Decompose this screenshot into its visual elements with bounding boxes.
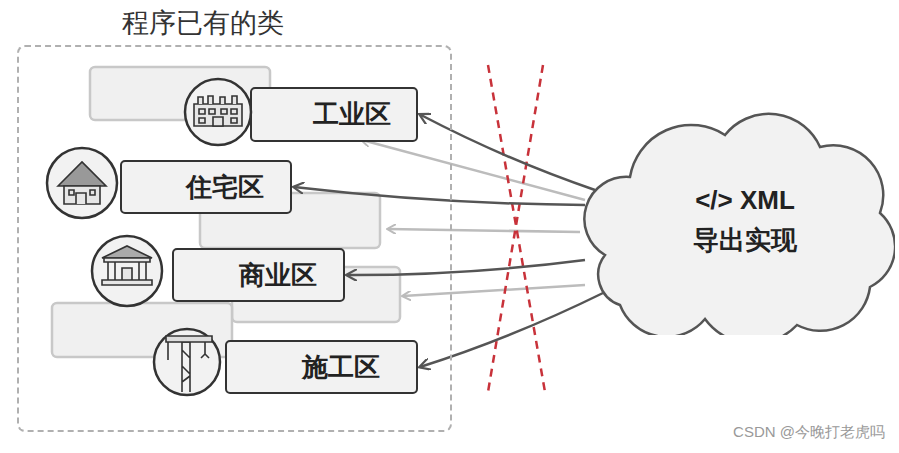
dependency-arrow (420, 293, 603, 367)
forbidden-mark (488, 65, 545, 392)
class-name: 工业区 (313, 97, 391, 132)
class-box: 商业区 (172, 248, 345, 302)
crane-icon (154, 329, 220, 395)
watermark: CSDN @今晚打老虎吗 (733, 423, 885, 442)
dependency-arrow (347, 260, 585, 275)
class-name: 商业区 (239, 258, 317, 293)
class-name: 住宅区 (186, 170, 264, 205)
ghost-class (90, 67, 270, 120)
cloud-outline (575, 105, 895, 335)
shop-icon (92, 236, 162, 306)
region-title: 程序已有的类 (122, 5, 284, 41)
ghost-arrow (362, 140, 585, 200)
dependency-arrow (420, 115, 595, 191)
class-box: 工业区 (250, 87, 418, 142)
house-icon (47, 148, 117, 218)
factory-icon (185, 79, 251, 145)
ghost-arrow (388, 229, 580, 232)
dependency-arrow (294, 187, 585, 205)
class-box: 住宅区 (120, 160, 292, 214)
ghost-arrow (403, 285, 585, 296)
cloud-label: </> XML 导出实现 (680, 180, 810, 261)
class-name: 施工区 (302, 350, 380, 385)
export-cloud: </> XML 导出实现 (575, 105, 895, 335)
forbidden-mark (488, 65, 543, 392)
ghost-class (52, 303, 232, 357)
class-region: 程序已有的类工业区住宅区商业区施工区 (17, 45, 452, 432)
class-box: 施工区 (225, 340, 418, 394)
